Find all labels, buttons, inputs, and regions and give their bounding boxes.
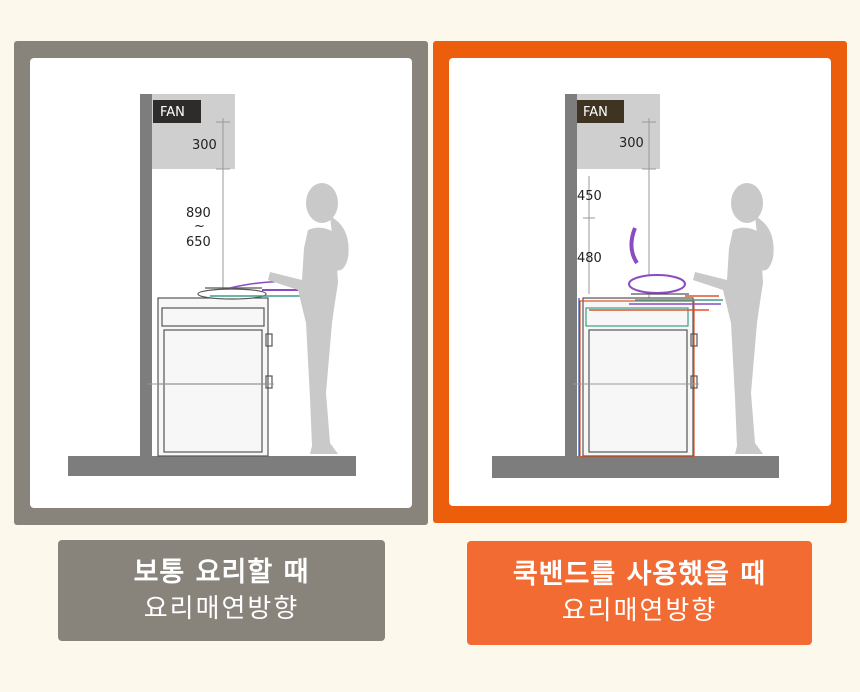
normal-cooking-panel: FAN 300 890 ~ 650 bbox=[14, 41, 428, 525]
fan-label: FAN bbox=[160, 105, 185, 120]
caption-subtitle: 요리매연방향 bbox=[143, 593, 300, 624]
dimension-650: 650 bbox=[186, 235, 211, 250]
caption-title: 보통 요리할 때 bbox=[133, 556, 310, 588]
dimension-tilde: ~ bbox=[194, 219, 205, 234]
caption-title: 쿡밴드를 사용했을 때 bbox=[512, 559, 767, 590]
fan-label: FAN bbox=[583, 105, 608, 120]
normal-cooking-diagram: FAN 300 890 ~ 650 bbox=[30, 58, 412, 508]
cookband-diagram: FAN 300 450 480 bbox=[449, 58, 831, 506]
cookband-device bbox=[589, 227, 723, 311]
dimension-300: 300 bbox=[619, 136, 644, 151]
fan-label-box bbox=[153, 100, 201, 123]
floor bbox=[68, 456, 356, 476]
caption-subtitle: 요리매연방향 bbox=[561, 596, 718, 626]
person-silhouette bbox=[268, 183, 349, 454]
frying-pan bbox=[197, 280, 300, 300]
wall bbox=[565, 94, 577, 456]
normal-cooking-illustration: FAN 300 890 ~ 650 bbox=[68, 94, 356, 476]
cookband-panel: FAN 300 450 480 bbox=[433, 41, 847, 523]
wall bbox=[140, 94, 152, 456]
normal-cooking-caption: 보통 요리할 때 요리매연방향 bbox=[58, 540, 385, 641]
cookband-caption: 쿡밴드를 사용했을 때 요리매연방향 bbox=[467, 541, 812, 645]
gas-stove-with-cookband bbox=[578, 297, 698, 458]
dimension-450: 450 bbox=[577, 189, 602, 204]
dimension-300: 300 bbox=[192, 138, 217, 153]
dimension-890: 890 bbox=[186, 206, 211, 221]
gas-stove bbox=[157, 297, 273, 457]
person-silhouette bbox=[693, 183, 774, 454]
cookband-illustration: FAN 300 450 480 bbox=[492, 94, 779, 478]
fan-label-box bbox=[577, 100, 624, 123]
floor bbox=[492, 456, 779, 478]
dimension-480: 480 bbox=[577, 251, 602, 266]
